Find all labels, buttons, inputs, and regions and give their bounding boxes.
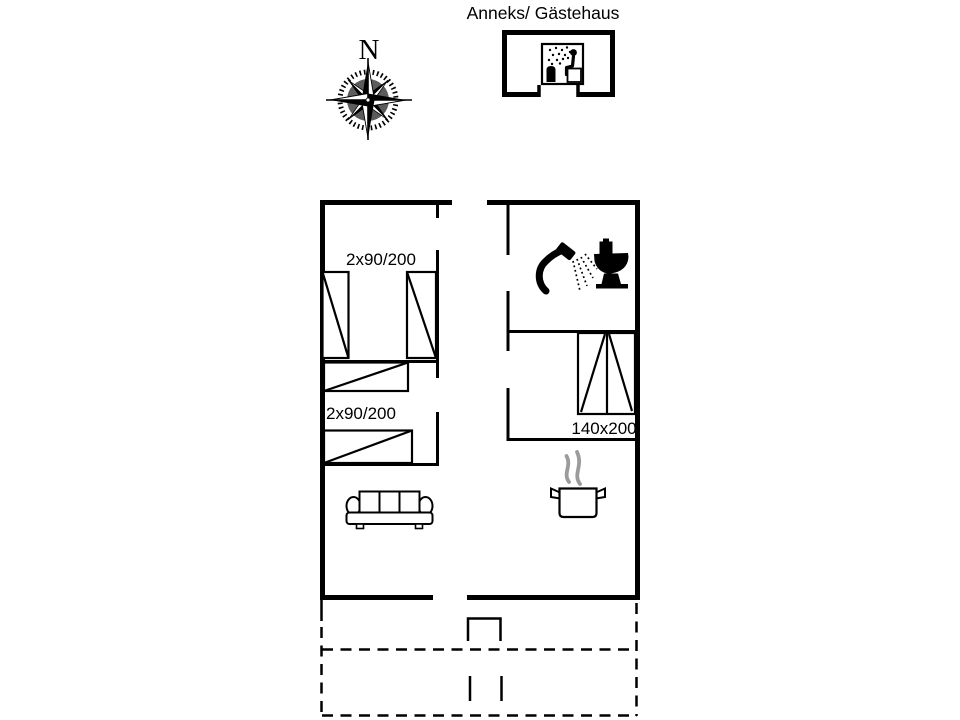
- terrace-outline: [320, 600, 638, 717]
- bedroom1-bed-size-label: 2x90/200: [346, 250, 416, 269]
- page-title: Anneks/ Gästehaus: [467, 3, 620, 23]
- main-building-walls: [320, 200, 640, 600]
- annex-outline: [502, 30, 615, 97]
- cooking-pot-icon: [550, 486, 606, 519]
- shower-icon: [535, 242, 598, 295]
- bedroom2-beds-icon: [322, 361, 414, 465]
- steam-icon: [564, 450, 582, 486]
- sofa-icon: [345, 490, 434, 530]
- double-bed-icon: [576, 331, 637, 416]
- bedroom1-beds-icon: [321, 270, 438, 360]
- toilet-icon: [594, 238, 629, 289]
- compass-rose-icon: N: [326, 34, 412, 140]
- bedroom2-bed-size-label: 2x90/200: [326, 404, 396, 423]
- bedroom3-bed-size-label: 140x200: [571, 419, 636, 438]
- compass-north-label: N: [359, 34, 380, 66]
- sauna-icon: [540, 42, 585, 86]
